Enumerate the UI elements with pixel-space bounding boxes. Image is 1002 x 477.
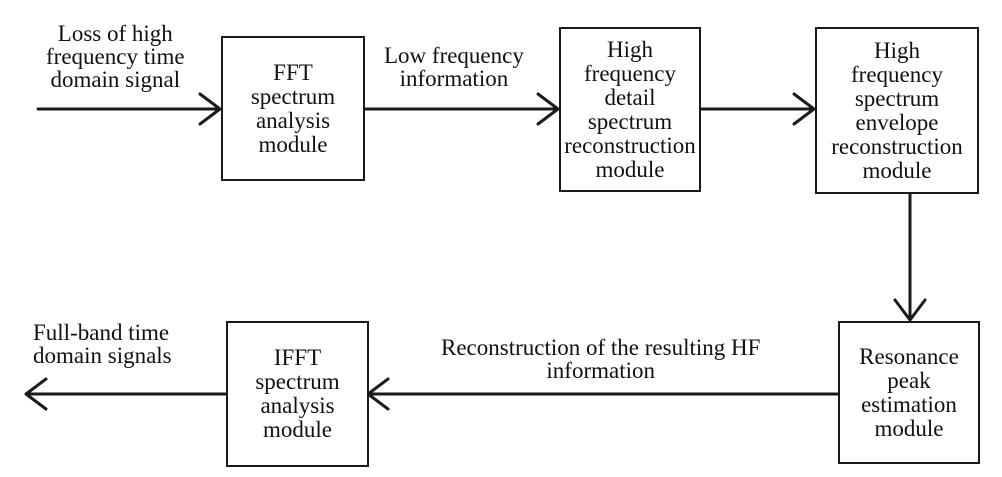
low-frequency-label: Low frequency information [384,43,524,91]
output-signal-label: Full-band time domain signals [33,320,172,368]
arrow-fft-to-hf-detail [362,92,560,126]
hf-detail-module-label: High frequency detail spectrum reconstru… [564,36,696,182]
resonance-module-label: Resonance peak estimation module [859,343,959,441]
fft-module-box: FFT spectrum analysis module [221,36,365,181]
arrow-hf-envelope-to-resonance [893,191,927,322]
reconstruction-label: Reconstruction of the resulting HF infor… [441,335,761,383]
hf-envelope-module-label: High frequency spectrum envelope reconst… [831,37,963,183]
arrow-input-to-fft [36,92,222,126]
fft-module-label: FFT spectrum analysis module [250,59,336,157]
arrow-resonance-to-ifft [366,377,840,411]
hf-detail-module-box: High frequency detail spectrum reconstru… [559,27,701,192]
arrow-ifft-to-output [24,377,228,411]
ifft-module-label: IFFT spectrum analysis module [255,345,340,442]
hf-envelope-module-box: High frequency spectrum envelope reconst… [815,27,979,194]
arrow-hf-detail-to-hf-envelope [698,92,816,126]
resonance-module-box: Resonance peak estimation module [838,321,980,464]
input-signal-label: Loss of high frequency time domain signa… [46,21,185,92]
ifft-module-box: IFFT spectrum analysis module [226,321,369,467]
